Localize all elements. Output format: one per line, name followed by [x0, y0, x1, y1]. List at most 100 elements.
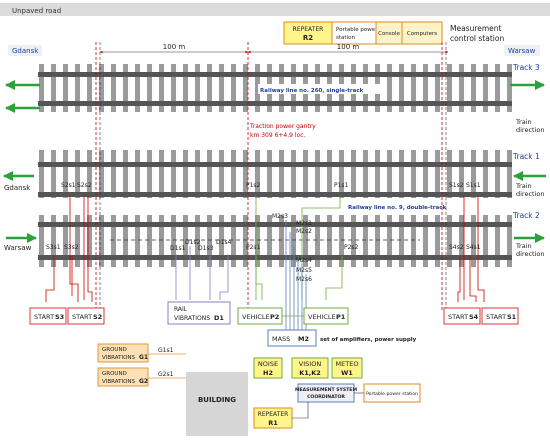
sensor-s1s2: S1s2 — [449, 182, 464, 189]
sensor-d1s3: D1s3 — [198, 245, 214, 252]
distance-markers: 100 m 100 m — [99, 43, 449, 54]
track-3: Railway line no. 260, single-track — [38, 64, 512, 112]
station-label-line1: Measurement — [450, 24, 502, 33]
noise-box: NOISE H2 — [253, 357, 283, 379]
portable-power-line1: Portable power — [336, 27, 378, 33]
sensor-s3s1: S3s1 — [46, 244, 61, 251]
gdansk-side-label: Gdansk — [4, 184, 31, 192]
vehicle-p1-box: VEHICLE P1 — [303, 307, 349, 325]
direction-t3-line2: direction — [516, 126, 545, 134]
start-s3-box: START S3 — [29, 307, 67, 325]
distance-right: 100 m — [337, 43, 360, 51]
vehicle-p2-line1: VEHICLE — [242, 313, 270, 321]
computers-box — [401, 21, 443, 45]
computers-label: Computers — [407, 31, 437, 37]
vehicle-p2-box: VEHICLE P2 — [237, 307, 283, 325]
road-label: Unpaved road — [12, 7, 61, 15]
ground-g1-id: G1 — [139, 354, 148, 361]
rail-vib-line1: RAIL — [174, 306, 188, 313]
end-left-label: Gdansk — [12, 47, 39, 55]
vehicle-p2-id: P2 — [270, 313, 279, 321]
repeater-r1-id: R1 — [268, 419, 278, 427]
direction-arrows — [3, 80, 546, 243]
sensor-s4s1: S4s1 — [466, 244, 481, 251]
repeater-r2-top: REPEATER — [293, 26, 324, 33]
start-s4-line1: START — [448, 313, 468, 321]
ground-g2-box: GROUND VIBRATIONS G2 — [97, 367, 149, 387]
track2-label: Track 2 — [512, 211, 540, 220]
start-s3-id: S3 — [55, 313, 64, 321]
sensor-s3s2: S3s2 — [64, 244, 79, 251]
direction-t1-line2: direction — [516, 190, 545, 198]
repeater-r2-id: R2 — [303, 34, 313, 42]
sensor-m2s3: M2s3 — [272, 213, 288, 220]
sensor-g1s1: G1s1 — [158, 347, 174, 354]
vehicle-cables — [255, 196, 343, 300]
mass-m2-box: MASS M2 — [267, 329, 317, 347]
start-cables — [45, 196, 485, 302]
direction-t3-line1: Train — [515, 118, 532, 126]
coordinator-line1: MEASUREMENT SYSTEM — [295, 387, 357, 393]
sensor-p2s1: P2s1 — [246, 244, 261, 251]
sensor-g2s1: G2s1 — [158, 371, 174, 378]
sensor-p1s2: P1s2 — [246, 182, 261, 189]
building-label: BUILDING — [198, 396, 236, 404]
gantry-line2: km 309 6+4.9 loc. — [250, 132, 306, 139]
mass-id: M2 — [298, 335, 309, 343]
ground-g1-line2: VIBRATIONS — [102, 355, 136, 361]
direction-t1-line1: Train — [515, 182, 532, 190]
start-s4-id: S4 — [469, 313, 479, 321]
vision-box: VISION K1,K2 — [291, 357, 329, 379]
mass-note: set of amplifiers, power supply — [320, 337, 417, 343]
sensor-s2s1: S2s1 — [61, 182, 76, 189]
gantry-line1: Traction power gantry — [249, 123, 316, 130]
track1-line-label: Railway line no. 9, double-track — [348, 205, 446, 211]
sensor-s1s1: S1s1 — [466, 182, 481, 189]
unpaved-road — [0, 3, 550, 16]
distance-left: 100 m — [163, 43, 186, 51]
ground-g2-line1: GROUND — [102, 371, 127, 377]
vehicle-p1-id: P1 — [336, 313, 346, 321]
building — [186, 372, 248, 436]
repeater-r1-box: REPEATER R1 — [253, 407, 293, 429]
start-s2-line1: START — [72, 313, 92, 321]
sensor-m2s5: M2s5 — [296, 267, 312, 274]
sensor-d1s1: D1s1 — [170, 245, 186, 252]
sensor-p2s2: P2s2 — [344, 244, 359, 251]
coordinator-line2: COORDINATOR — [307, 394, 345, 400]
meteo-box: METEO W1 — [331, 357, 363, 379]
track3-line-label: Railway line no. 260, single-track — [260, 88, 364, 94]
start-s2-box: START S2 — [67, 307, 105, 325]
console-label: Console — [378, 31, 400, 37]
ground-g1-box: GROUND VIBRATIONS G1 — [97, 343, 149, 363]
ground-g1-line1: GROUND — [102, 347, 127, 353]
track-2 — [38, 215, 512, 267]
vision-line1: VISION — [299, 360, 322, 368]
sensor-m2s4: M2s4 — [296, 257, 312, 264]
rail-vibrations-box: RAIL VIBRATIONS D1 — [167, 301, 231, 325]
repeater-r1-line1: REPEATER — [258, 411, 289, 418]
sensor-s2s2: S2s2 — [77, 182, 92, 189]
direction-t2-line2: direction — [516, 250, 545, 258]
rail-vib-id: D1 — [214, 314, 224, 322]
portable-power-line2: station — [336, 35, 355, 41]
sensor-p1s1: P1s1 — [334, 182, 349, 189]
coordinator-box: MEASUREMENT SYSTEM COORDINATOR — [295, 383, 357, 403]
warsaw-tag — [504, 45, 540, 56]
track1-label: Track 1 — [512, 152, 540, 161]
ground-g2-line2: VIBRATIONS — [102, 379, 136, 385]
meteo-line2: W1 — [341, 369, 353, 377]
start-s4-box: START S4 — [443, 307, 481, 325]
vehicle-p1-line1: VEHICLE — [308, 313, 336, 321]
sensor-m2s1: M2s1 — [296, 220, 312, 227]
ground-g2-id: G2 — [139, 378, 148, 385]
sensor-s4s2: S4s2 — [449, 244, 464, 251]
gdansk-tag — [8, 45, 42, 56]
rail-vib-line2: VIBRATIONS — [174, 315, 210, 322]
sensor-d1s2: D1s2 — [185, 239, 201, 246]
vision-line2: K1,K2 — [299, 369, 321, 377]
noise-line1: NOISE — [258, 360, 278, 368]
station-label-line2: control station — [450, 34, 504, 43]
